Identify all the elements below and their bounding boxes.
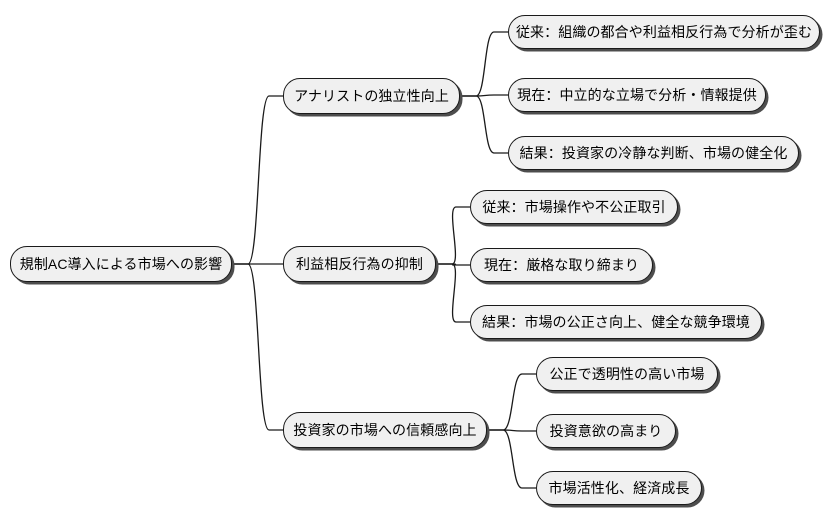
leaf-node-従来-市場操作や不公正取引-label: 従来：市場操作や不公正取引 [482, 199, 666, 215]
leaf-node-現在-厳格な取り締まり[interactable]: 現在：厳格な取り締まり [470, 248, 653, 282]
root-node[interactable]: 規制AC導入による市場への影響 [10, 246, 232, 282]
leaf-node-市場活性化-経済成長-label: 市場活性化、経済成長 [548, 480, 690, 496]
leaf-node-従来-市場操作や不公正取引[interactable]: 従来：市場操作や不公正取引 [470, 190, 678, 224]
leaf-node-市場活性化-経済成長[interactable]: 市場活性化、経済成長 [536, 471, 702, 505]
leaf-node-結果-投資家の冷静な判断-市場の健全化-label: 結果：投資家の冷静な判断、市場の健全化 [519, 145, 788, 161]
leaf-node-従来-組織の都合や利益相反行為で分析が歪む[interactable]: 従来：組織の都合や利益相反行為で分析が歪む [508, 15, 820, 49]
leaf-node-投資意欲の高まり-label: 投資意欲の高まり [549, 423, 663, 439]
edge-root-to-branch-3 [232, 263, 283, 431]
branch-node-投資家の市場への信頼感向上-label: 投資家の市場への信頼感向上 [293, 422, 477, 438]
leaf-node-従来-組織の都合や利益相反行為で分析が歪む-label: 従来：組織の都合や利益相反行為で分析が歪む [515, 24, 813, 40]
root-node-label: 規制AC導入による市場への影響 [19, 256, 223, 272]
edge-branch-1-to-leaf-3 [460, 95, 508, 154]
branch-node-利益相反行為の抑制-label: 利益相反行為の抑制 [296, 256, 423, 272]
leaf-node-結果-投資家の冷静な判断-市場の健全化[interactable]: 結果：投資家の冷静な判断、市場の健全化 [508, 136, 799, 170]
leaf-node-公正で透明性の高い市場[interactable]: 公正で透明性の高い市場 [536, 357, 718, 391]
edge-branch-3-to-leaf-1 [487, 373, 536, 431]
branch-node-アナリストの独立性向上[interactable]: アナリストの独立性向上 [283, 78, 460, 114]
branch-node-利益相反行為の抑制[interactable]: 利益相反行為の抑制 [283, 246, 436, 282]
leaf-node-結果-市場の公正さ向上-健全な競争環境-label: 結果：市場の公正さ向上、健全な競争環境 [482, 314, 750, 330]
edge-branch-3-to-leaf-3 [487, 429, 536, 489]
leaf-node-現在-厳格な取り締まり-label: 現在：厳格な取り締まり [483, 257, 640, 273]
branch-node-アナリストの独立性向上-label: アナリストの独立性向上 [294, 88, 449, 104]
leaf-node-公正で透明性の高い市場-label: 公正で透明性の高い市場 [549, 366, 705, 382]
edge-branch-2-to-leaf-1 [436, 206, 470, 265]
leaf-node-現在-中立的な立場で分析・情報提供-label: 現在：中立的な立場で分析・情報提供 [517, 87, 757, 103]
leaf-node-現在-中立的な立場で分析・情報提供[interactable]: 現在：中立的な立場で分析・情報提供 [508, 78, 766, 112]
leaf-node-結果-市場の公正さ向上-健全な競争環境[interactable]: 結果：市場の公正さ向上、健全な競争環境 [470, 305, 762, 339]
edge-root-to-branch-1 [232, 95, 283, 265]
edge-branch-1-to-leaf-1 [460, 31, 508, 97]
leaf-node-投資意欲の高まり[interactable]: 投資意欲の高まり [536, 414, 676, 448]
edge-branch-2-to-leaf-3 [436, 263, 470, 323]
branch-node-投資家の市場への信頼感向上[interactable]: 投資家の市場への信頼感向上 [283, 412, 487, 448]
